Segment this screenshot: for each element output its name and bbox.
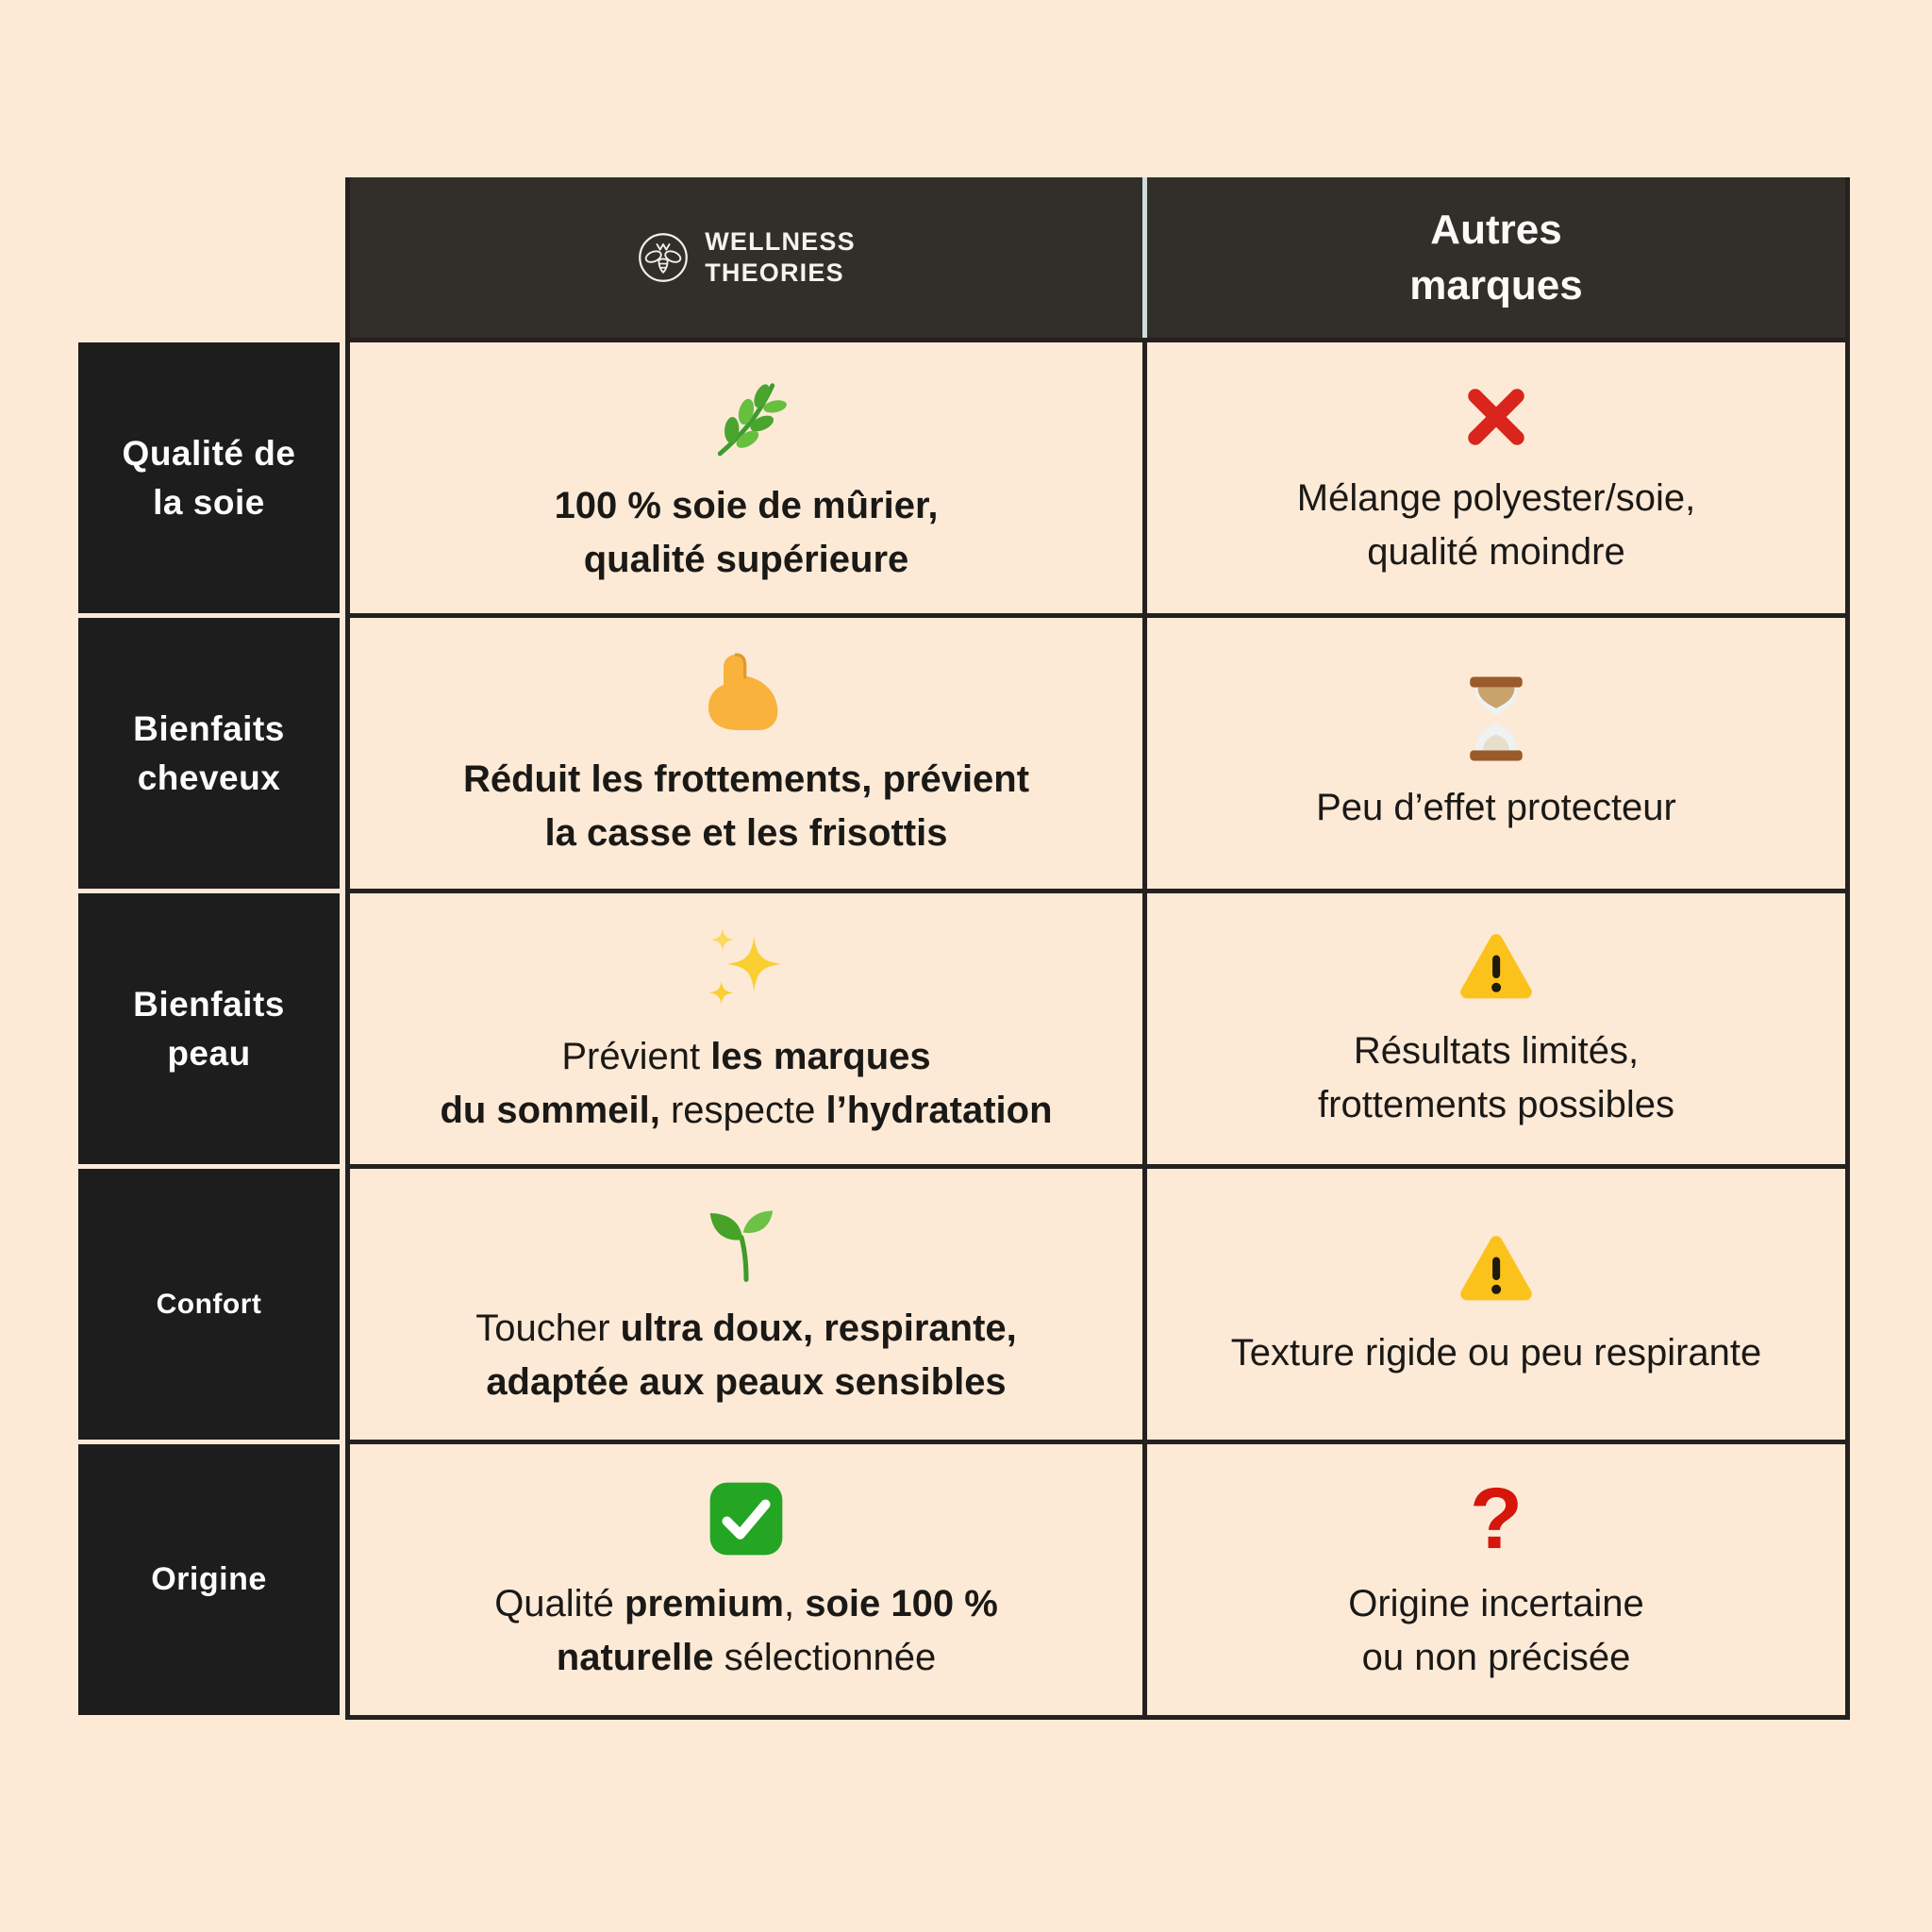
qualite-de-la-soie-brand-cell: 100 % soie de mûrier,qualité supérieure	[350, 342, 1142, 613]
flexed-biceps-icon	[701, 647, 791, 738]
qualite-de-la-soie-others-cell: Mélange polyester/soie,qualité moindre	[1147, 342, 1845, 613]
competitor-header: Autres marques	[1147, 177, 1845, 338]
confort-others-cell: Texture rigide ou peu respirante	[1147, 1169, 1845, 1440]
row-label-column: Qualité de la soie Bienfaits cheveux Bie…	[78, 177, 340, 1715]
row-label-origine: Origine	[78, 1444, 340, 1715]
brand-name: WELLNESS THEORIES	[705, 227, 856, 287]
row-label-qualite-de-la-soie: Qualité de la soie	[78, 342, 340, 613]
bee-logo-icon	[639, 233, 689, 282]
row-label-text: Confort	[156, 1288, 262, 1320]
hourglass-icon	[1449, 672, 1543, 766]
cell-text: Texture rigide ou peu respirante	[1230, 1332, 1762, 1374]
competitor-header-text: Autres marques	[1409, 206, 1583, 308]
herb-icon	[699, 370, 793, 464]
row-label-text: Qualité de la soie	[122, 433, 296, 522]
row-label-text: Origine	[151, 1560, 267, 1597]
row-label-text: Bienfaits peau	[133, 984, 285, 1073]
label-column-spacer	[78, 177, 340, 342]
brand-lockup: WELLNESS THEORIES	[637, 226, 856, 289]
check-mark-button-icon	[703, 1475, 790, 1562]
brand-header: WELLNESS THEORIES	[350, 177, 1142, 338]
bienfaits-peau-others-cell: Résultats limités,frottements possibles	[1147, 893, 1845, 1164]
confort-brand-cell: Toucher ultra doux, respirante,adaptée a…	[350, 1169, 1142, 1440]
comparison-table: WELLNESS THEORIES Autres marques 100 % s…	[345, 177, 1850, 1720]
cell-text: Toucher ultra doux, respirante,adaptée a…	[475, 1307, 1017, 1403]
sparkles-icon	[699, 921, 793, 1015]
row-label-confort: Confort	[78, 1169, 340, 1440]
row-label-text: Bienfaits cheveux	[133, 708, 285, 797]
row-label-bienfaits-cheveux: Bienfaits cheveux	[78, 618, 340, 889]
header-divider	[1142, 177, 1147, 338]
bienfaits-cheveux-others-cell: Peu d’effet protecteur	[1147, 618, 1845, 889]
seedling-icon	[703, 1200, 790, 1287]
cell-text: Résultats limités,frottements possibles	[1318, 1029, 1674, 1125]
cell-text: Qualité premium, soie 100 %naturelle sél…	[494, 1582, 998, 1678]
cross-mark-icon	[1457, 377, 1536, 457]
row-label-bienfaits-peau: Bienfaits peau	[78, 893, 340, 1164]
cell-text: Mélange polyester/soie,qualité moindre	[1296, 476, 1696, 573]
origine-brand-cell: Qualité premium, soie 100 %naturelle sél…	[350, 1444, 1142, 1715]
warning-icon	[1455, 926, 1538, 1009]
red-question-mark-icon: ?	[1469, 1470, 1524, 1567]
cell-text: Peu d’effet protecteur	[1316, 787, 1676, 829]
warning-icon	[1455, 1228, 1538, 1311]
cell-text: 100 % soie de mûrier,qualité supérieure	[554, 484, 939, 580]
